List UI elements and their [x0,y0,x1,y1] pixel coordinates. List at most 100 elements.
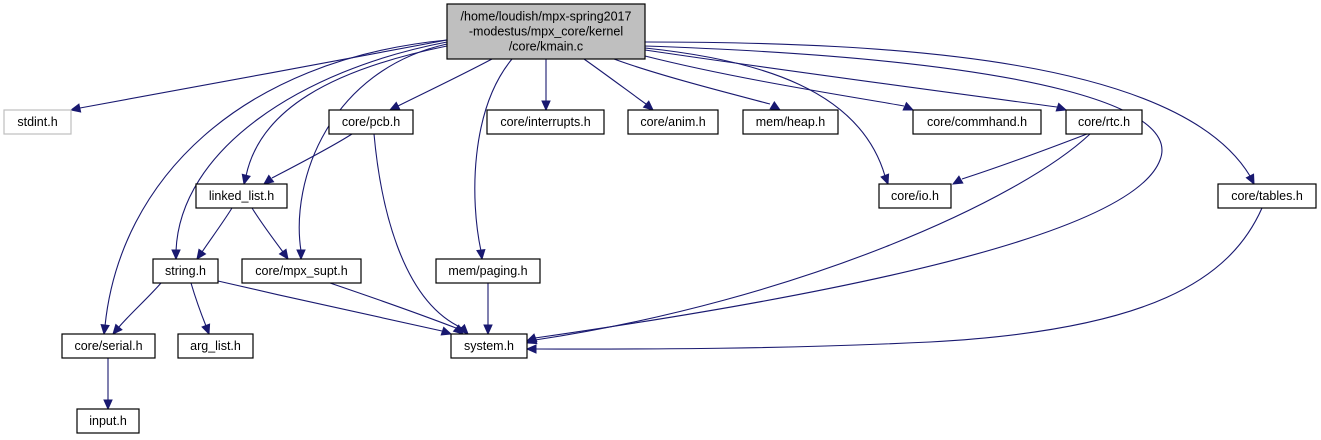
arrowhead-icon [1055,102,1068,112]
edge-line [201,207,233,253]
node-box [3,109,72,135]
node-box [1065,109,1143,135]
node-pcb[interactable]: core/pcb.h [328,109,414,135]
node-label: mem/paging.h [448,264,527,278]
node-serial[interactable]: core/serial.h [61,333,156,359]
node-label: core/interrupts.h [500,115,590,129]
edge-serial-to-input [103,358,113,411]
node-linked-list[interactable]: linked_list.h [195,183,288,209]
edge-line [961,133,1088,180]
node-string[interactable]: string.h [152,258,219,284]
node-heap[interactable]: mem/heap.h [742,109,839,135]
node-arg-list[interactable]: arg_list.h [177,333,254,359]
node-commhand[interactable]: core/commhand.h [912,109,1042,135]
edge-line [534,45,1163,339]
edge-kmain-to-paging [474,58,513,261]
edge-pcb-to-linked_list [263,133,353,185]
node-label: core/rtc.h [1078,115,1130,129]
node-box [742,109,839,135]
node-label: core/serial.h [74,339,142,353]
arrowhead-icon [241,173,251,186]
node-tables[interactable]: core/tables.h [1217,183,1317,209]
arrowhead-icon [483,324,493,336]
arrowhead-icon [541,100,551,112]
edge-line [245,45,448,177]
edge-kmain-to-system [525,45,1163,343]
edge-rtc-to-system [525,133,1091,345]
node-box [61,333,156,359]
arrowhead-icon [1245,173,1255,186]
nodes-layer: /home/loudish/mpx-spring2017-modestus/mp… [3,3,1317,434]
node-io[interactable]: core/io.h [878,183,952,209]
node-label: /home/loudish/mpx-spring2017 [461,10,632,24]
edge-line [644,49,1058,108]
node-box [195,183,288,209]
node-box [152,258,219,284]
edge-kmain-to-stdint [69,39,448,113]
edge-kmain-to-commhand [644,55,915,111]
node-label: linked_list.h [209,189,274,203]
arrowhead-icon [476,248,486,261]
node-box [435,258,541,284]
edge-line [583,58,647,105]
node-label: core/io.h [891,189,939,203]
node-label: stdint.h [17,115,57,129]
edge-linked_list-to-mpx_supt [251,207,289,261]
node-paging[interactable]: mem/paging.h [435,258,541,284]
node-stdint: stdint.h [3,109,72,135]
edge-string-to-serial [112,282,162,335]
node-label: /core/kmain.c [509,40,583,54]
node-input[interactable]: input.h [76,408,140,434]
edge-string-to-arg_list [190,282,211,336]
edge-line [397,58,493,107]
edge-line [175,41,448,252]
node-box [1217,183,1317,209]
node-interrupts[interactable]: core/interrupts.h [486,109,605,135]
node-box [446,3,646,60]
edge-line [644,41,1251,177]
node-kmain[interactable]: /home/loudish/mpx-spring2017-modestus/mp… [446,3,646,60]
arrowhead-icon [103,399,113,411]
arrowhead-icon [902,101,915,111]
arrowhead-icon [263,174,275,185]
edge-line [104,39,448,327]
node-label: input.h [89,414,127,428]
node-label: core/tables.h [1231,189,1303,203]
edge-kmain-to-heap [613,58,782,111]
node-anim[interactable]: core/anim.h [627,109,719,135]
edge-line [79,39,448,109]
node-box [450,333,528,359]
node-label: core/anim.h [640,115,705,129]
arrowhead-icon [296,249,306,261]
edge-line [534,207,1263,350]
edge-line [373,133,463,329]
edge-kmain-to-string [171,41,448,261]
node-mpx-supt[interactable]: core/mpx_supt.h [241,258,362,284]
arrowhead-icon [769,101,782,111]
node-label: mem/heap.h [756,115,826,129]
edge-kmain-to-interrupts [541,59,551,112]
arrowhead-icon [388,101,401,111]
edge-line [118,282,162,328]
arrowhead-icon [452,324,464,335]
edge-linked_list-to-string [196,207,233,261]
arrowhead-icon [880,173,890,186]
edge-rtc-to-io [951,133,1088,185]
edge-kmain-to-mpx_supt [296,43,448,261]
edge-kmain-to-anim [583,58,654,111]
node-box [177,333,254,359]
edge-line [329,282,457,329]
node-system[interactable]: system.h [450,333,528,359]
edge-kmain-to-pcb [388,58,493,111]
edge-line [534,133,1091,341]
node-label: -modestus/mpx_core/kernel [469,25,623,39]
node-box [912,109,1042,135]
edge-line [298,43,448,252]
arrowhead-icon [525,344,537,354]
node-box [328,109,414,135]
node-rtc[interactable]: core/rtc.h [1065,109,1143,135]
edge-kmain-to-rtc [644,49,1068,112]
arrowhead-icon [171,249,181,261]
node-label: core/mpx_supt.h [255,264,347,278]
